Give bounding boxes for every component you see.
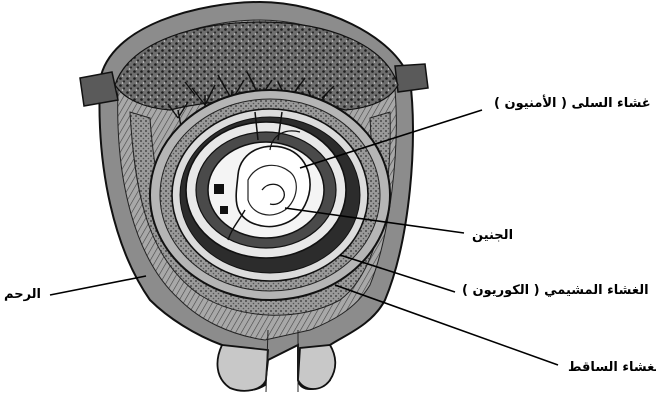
label-embryo: الجنين (472, 228, 513, 243)
label-chorion: الغشاء المشيمي ( الكوريون ) (462, 283, 649, 298)
label-decidua: الغشاء الساقط (568, 360, 656, 375)
label-uterus: الرحم (4, 287, 41, 302)
leader-line-uterus (50, 276, 146, 295)
label-amnion: غشاء السلى ( الأمنيون ) (494, 96, 651, 111)
